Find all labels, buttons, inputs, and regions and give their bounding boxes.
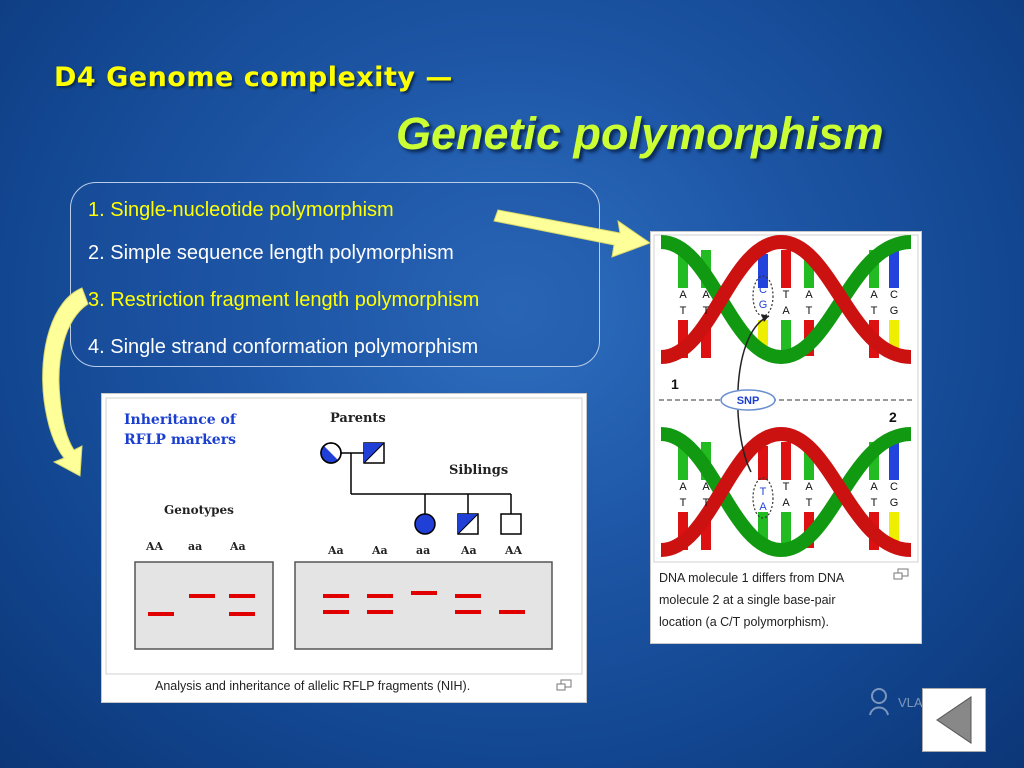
list-item-ssl: 2. Simple sequence length polymorphism <box>88 242 454 264</box>
base-letter: T <box>703 305 710 317</box>
gel-right <box>294 561 553 650</box>
snp-figure: A A T A A C T T A T T G C G A A T A A C … <box>650 231 922 644</box>
base-letter: T <box>703 497 710 509</box>
pedigree-chart <box>320 442 522 535</box>
snp-base-letter: G <box>759 299 768 311</box>
snp-base-letter: T <box>760 486 767 498</box>
genotypes-label: Genotypes <box>164 503 234 517</box>
snp-caption-1: DNA molecule 1 differs from DNA <box>659 571 845 585</box>
base-letter: A <box>702 289 710 301</box>
right-genotype-1: Aa <box>327 544 344 557</box>
base-letter: T <box>806 497 813 509</box>
rflp-diagram: Inheritance of RFLP markers Parents Sibl… <box>105 397 583 693</box>
parents-label: Parents <box>330 411 386 426</box>
base-letter: T <box>783 481 790 493</box>
gel-band <box>499 610 525 614</box>
gel-band <box>323 594 349 598</box>
base-letter: A <box>805 481 813 493</box>
gel-band <box>455 610 481 614</box>
base-letter: T <box>783 289 790 301</box>
gel-band <box>367 610 393 614</box>
snp-badge-label: SNP <box>737 395 760 407</box>
base-letter: A <box>870 481 878 493</box>
base-letter: A <box>702 481 710 493</box>
base-letter: A <box>782 305 790 317</box>
base-letter: T <box>871 305 878 317</box>
gel-band <box>411 591 437 595</box>
gel-band <box>189 594 215 598</box>
gel-band <box>323 610 349 614</box>
right-genotype-2: Aa <box>371 544 388 557</box>
snp-base-letter: A <box>759 501 767 513</box>
snp-diagram: A A T A A C T T A T T G C G A A T A A C … <box>653 234 919 629</box>
base-letter: A <box>782 497 790 509</box>
gel-band <box>229 594 255 598</box>
right-genotype-4: Aa <box>460 544 477 557</box>
base-letter: T <box>680 305 687 317</box>
curved-arrow-icon <box>42 287 89 477</box>
right-genotype-5: AA <box>504 544 523 557</box>
gel-left <box>134 561 274 650</box>
snp-base-letter: C <box>759 284 767 296</box>
previous-slide-button[interactable] <box>922 688 986 752</box>
snp-caption-2: molecule 2 at a single base-pair <box>659 593 836 607</box>
snp-badge <box>720 389 776 411</box>
rflp-heading-1: Inheritance of <box>124 412 237 428</box>
base-letter: A <box>870 289 878 301</box>
slide-title: D4 Genome complexity — <box>54 62 453 93</box>
rflp-caption: Analysis and inheritance of allelic RFLP… <box>155 679 470 693</box>
list-item-rflp: 3. Restriction fragment length polymorph… <box>88 289 480 311</box>
enlarge-icon[interactable] <box>893 568 909 580</box>
molecule-2-label: 2 <box>889 409 897 425</box>
molecule-1-label: 1 <box>671 376 679 392</box>
right-genotype-3: aa <box>416 544 430 557</box>
base-letter: G <box>890 305 899 317</box>
watermark-logo-icon <box>869 688 889 716</box>
list-item-sscp: 4. Single strand conformation polymorphi… <box>88 336 479 358</box>
left-genotype-3: Aa <box>229 540 246 553</box>
base-letter: A <box>805 289 813 301</box>
base-letter: A <box>679 289 687 301</box>
gel-band <box>455 594 481 598</box>
dna-molecule-1 <box>660 234 912 365</box>
base-letter: G <box>890 497 899 509</box>
triangle-left-icon <box>936 696 972 744</box>
enlarge-icon[interactable] <box>556 679 572 691</box>
gel-band <box>367 594 393 598</box>
arrow-to-snp-icon <box>493 209 652 258</box>
list-item-snp: 1. Single-nucleotide polymorphism <box>88 199 394 221</box>
rflp-heading-2: RFLP markers <box>124 432 236 448</box>
left-genotype-1: AA <box>145 540 164 553</box>
base-letter: A <box>679 481 687 493</box>
snp-highlight-2 <box>752 477 774 519</box>
snp-connector-icon <box>736 315 770 473</box>
gel-band <box>148 612 174 616</box>
base-letter: T <box>806 305 813 317</box>
rflp-figure: Inheritance of RFLP markers Parents Sibl… <box>101 393 587 703</box>
left-genotype-2: aa <box>188 540 202 553</box>
gel-band <box>229 612 255 616</box>
base-letter: C <box>890 289 898 301</box>
base-letter: T <box>680 497 687 509</box>
snp-caption-3: location (a C/T polymorphism). <box>659 615 829 629</box>
dna-molecule-2 <box>660 426 912 558</box>
base-letter: C <box>890 481 898 493</box>
base-letter: T <box>871 497 878 509</box>
siblings-label: Siblings <box>449 463 508 478</box>
slide-subtitle: Genetic polymorphism <box>396 108 884 159</box>
